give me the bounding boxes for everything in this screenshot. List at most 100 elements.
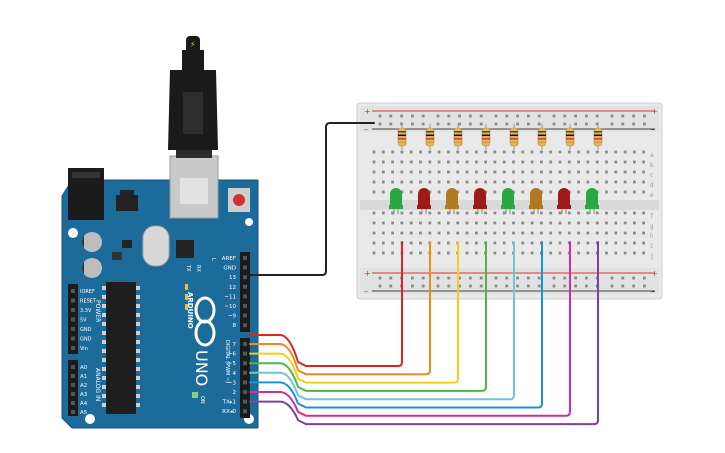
resistor[interactable] (397, 124, 407, 150)
chip-pins (102, 286, 140, 407)
led-orange[interactable] (445, 188, 459, 214)
jumper-wire-pin-1[interactable] (249, 241, 403, 367)
analog-pin-label: A5 (80, 410, 88, 416)
analog-pin-label: A4 (80, 401, 88, 407)
label-on: ON (199, 396, 205, 404)
rail-minus-top: – (364, 125, 368, 134)
resistor[interactable] (453, 124, 463, 150)
row-letter: b (650, 162, 654, 169)
led-green[interactable] (389, 188, 403, 214)
header-pin-label: ~10 (224, 304, 236, 310)
row-letter: h (650, 233, 654, 240)
power-pin-label: 3.3V (80, 308, 92, 314)
power-pin-label: IOREF (80, 289, 95, 295)
usb-plug-symbol: ⚡ (190, 40, 196, 49)
digital-header-top[interactable] (240, 252, 250, 332)
row-letter: e (650, 192, 654, 199)
resistor[interactable] (481, 124, 491, 150)
led-red[interactable] (417, 188, 431, 214)
header-pin-label: 7 (233, 342, 237, 348)
capacitor (82, 258, 102, 278)
jumper-wire-pin-5[interactable] (249, 241, 515, 401)
digital-header-bottom[interactable] (240, 338, 250, 418)
arduino-logo (194, 296, 216, 347)
arduino-uno-board[interactable]: L TX RX ON ARDUINO UNO AREFGND1312~11~10… (61, 155, 259, 429)
ground-wire[interactable] (249, 122, 375, 276)
led-red[interactable] (473, 188, 487, 214)
rail-minus-top-right: – (651, 125, 655, 134)
jumper-wire-pin-3[interactable] (249, 241, 459, 384)
power-pin-label: 5V (80, 318, 87, 324)
row-letter: f (650, 213, 654, 220)
header-pin-label: ~9 (228, 314, 237, 320)
jumper-wire-pin-2[interactable] (249, 241, 431, 376)
header-pin-label: ~11 (224, 294, 236, 300)
row-letters-top: a b c d e (650, 152, 654, 199)
rail-minus-bottom: – (364, 287, 368, 296)
led-green[interactable] (585, 188, 599, 214)
row-letter: d (650, 182, 654, 189)
usb-controller-chip (176, 240, 194, 258)
header-pin-label: 12 (229, 285, 236, 291)
header-pin-label: TX▸1 (222, 400, 236, 406)
header-pin-label: ~3 (228, 380, 237, 386)
led-red[interactable] (557, 188, 571, 214)
resistor[interactable] (509, 124, 519, 150)
row-letter: a (650, 152, 654, 159)
led-orange[interactable] (529, 188, 543, 214)
header-pin-label: RX◂0 (222, 409, 236, 415)
power-pin-label: RESET (80, 299, 97, 305)
analog-header[interactable] (68, 360, 78, 416)
analog-pin-label: A3 (80, 392, 88, 398)
brand-text: ARDUINO (186, 292, 194, 329)
model-text: UNO (192, 350, 211, 386)
atmega-microcontroller (106, 282, 136, 414)
header-pin-label: 8 (233, 323, 237, 329)
row-letter: i (650, 243, 654, 250)
header-pin-label: 2 (233, 390, 237, 396)
led-l-indicator (185, 284, 188, 290)
resistor[interactable] (425, 124, 435, 150)
rail-plus-bottom: + (364, 269, 371, 278)
led-tx-indicator (185, 294, 188, 300)
row-letter: g (650, 223, 654, 230)
header-holes (243, 256, 247, 414)
label-l: L (210, 258, 216, 261)
mount-hole (85, 414, 95, 424)
mount-hole (68, 228, 78, 238)
header-pin-label: 4 (233, 371, 237, 377)
header-pin-label: ~5 (228, 361, 237, 367)
led-green[interactable] (501, 188, 515, 214)
usb-cable[interactable]: ⚡ (168, 36, 218, 158)
header-pin-label: AREF (222, 256, 236, 262)
power-pin-label: GND (80, 337, 92, 343)
row-letters-bottom: f g h i j (650, 213, 654, 260)
header-pin-label: 13 (229, 275, 236, 281)
resistor[interactable] (593, 124, 603, 150)
analog-pin-label: A1 (80, 374, 87, 380)
analog-title: ANALOG IN (94, 368, 101, 401)
power-pin-label: GND (80, 327, 92, 333)
header-pin-label: ~6 (228, 352, 237, 358)
digital-label: DIGITAL (PWM ~) (224, 340, 230, 383)
row-letter: j (650, 253, 654, 260)
row-letter: c (650, 172, 654, 179)
led-array (389, 188, 599, 214)
jumper-wire-pin-6[interactable] (249, 241, 543, 409)
analog-pin-label: A2 (80, 383, 87, 389)
jumper-wire-pin-8[interactable] (249, 241, 599, 426)
breadboard[interactable]: + – + – + – + – a b c d e f g h i j (356, 102, 663, 300)
rail-plus-top: + (364, 107, 371, 116)
rail-plus-top-right: + (651, 107, 658, 116)
resistor[interactable] (537, 124, 547, 150)
rail-minus-bottom-right: – (651, 287, 655, 296)
resistor[interactable] (565, 124, 575, 150)
jumper-wires[interactable] (249, 122, 599, 426)
led-rx-indicator (185, 304, 188, 310)
jumper-wire-pin-4[interactable] (249, 241, 487, 392)
voltage-regulator (116, 195, 138, 211)
jumper-wire-pin-7[interactable] (249, 241, 571, 417)
